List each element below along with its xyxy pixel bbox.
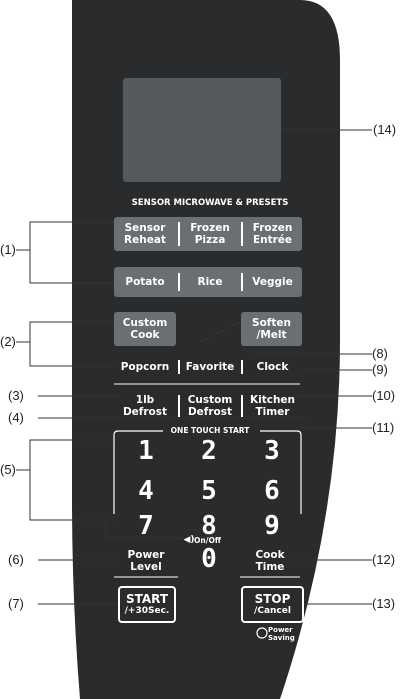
divider — [178, 273, 180, 291]
divider — [241, 360, 243, 374]
one-touch-frame — [113, 430, 302, 514]
preset-row1-buttons — [114, 217, 302, 251]
power-level-button[interactable]: Power Level — [127, 549, 165, 573]
preset-row2-buttons — [114, 267, 302, 297]
digit-7-button[interactable]: 7 — [138, 511, 154, 541]
kitchen-timer-button[interactable]: Kitchen Timer — [249, 394, 296, 418]
veggie-button[interactable]: Veggie — [252, 276, 293, 288]
clock-button[interactable]: Clock — [256, 361, 289, 373]
callout-10: (10) — [372, 388, 396, 403]
sound-on-off-label: On/Off — [194, 536, 221, 545]
soften-melt-button[interactable]: Soften /Melt — [241, 312, 302, 346]
callout-3: (3) — [8, 388, 24, 403]
callout-13: (13) — [372, 596, 396, 611]
digit-5-button[interactable]: 5 — [201, 476, 217, 506]
divider — [178, 360, 180, 374]
divider — [241, 395, 243, 417]
callout-2: (2) — [0, 334, 16, 349]
callout-9: (9) — [372, 362, 388, 377]
sensor-reheat-button[interactable]: Sensor Reheat — [124, 222, 166, 246]
digit-8-button[interactable]: 8 — [201, 511, 217, 541]
divider — [241, 222, 243, 246]
start-button[interactable]: START /+30Sec. — [118, 586, 176, 623]
callout-14: (14) — [373, 122, 397, 137]
frozen-pizza-button[interactable]: Frozen Pizza — [190, 222, 230, 246]
start-label: START — [125, 591, 169, 606]
divider — [178, 395, 180, 417]
digit-9-button[interactable]: 9 — [264, 511, 280, 541]
callout-6: (6) — [8, 552, 24, 567]
leader-lines — [16, 129, 372, 605]
custom-defrost-button[interactable]: Custom Defrost — [187, 394, 233, 418]
divider — [178, 222, 180, 246]
potato-button[interactable]: Potato — [125, 276, 165, 288]
1lb-defrost-button[interactable]: 1lb Defrost — [122, 394, 168, 418]
display-window — [123, 78, 281, 182]
digit-1-button[interactable]: 1 — [138, 436, 154, 466]
digit-4-button[interactable]: 4 — [138, 476, 154, 506]
stop-button[interactable]: STOP /Cancel — [241, 586, 304, 623]
stop-label: STOP — [254, 591, 291, 606]
rice-button[interactable]: Rice — [197, 276, 223, 288]
callout-1: (1) — [0, 242, 16, 257]
callout-7: (7) — [8, 596, 24, 611]
digit-6-button[interactable]: 6 — [264, 476, 280, 506]
presets-title: SENSOR MICROWAVE & PRESETS — [131, 198, 289, 208]
power-saving-icon — [256, 627, 268, 639]
callout-5: (5) — [0, 462, 16, 477]
callout-12: (12) — [372, 552, 396, 567]
power-saving-label: Power Saving — [268, 626, 295, 642]
one-touch-start-label: ONE TOUCH START — [170, 426, 250, 435]
custom-cook-button[interactable]: Custom Cook — [114, 312, 176, 346]
frozen-entree-button[interactable]: Frozen Entrée — [252, 222, 293, 246]
popcorn-button[interactable]: Popcorn — [120, 361, 170, 373]
speaker-icon: ◀) — [183, 535, 195, 545]
start-sublabel: /+30Sec. — [124, 605, 170, 616]
divider — [241, 273, 243, 291]
favorite-button[interactable]: Favorite — [185, 361, 235, 373]
callout-4: (4) — [8, 410, 24, 425]
callout-8: (8) — [372, 346, 388, 361]
digit-0-button[interactable]: 0 — [201, 544, 217, 574]
cook-time-button[interactable]: Cook Time — [255, 549, 285, 573]
digit-3-button[interactable]: 3 — [264, 436, 280, 466]
digit-2-button[interactable]: 2 — [201, 436, 217, 466]
stop-sublabel: /Cancel — [254, 605, 291, 616]
callout-11: (11) — [372, 420, 395, 435]
